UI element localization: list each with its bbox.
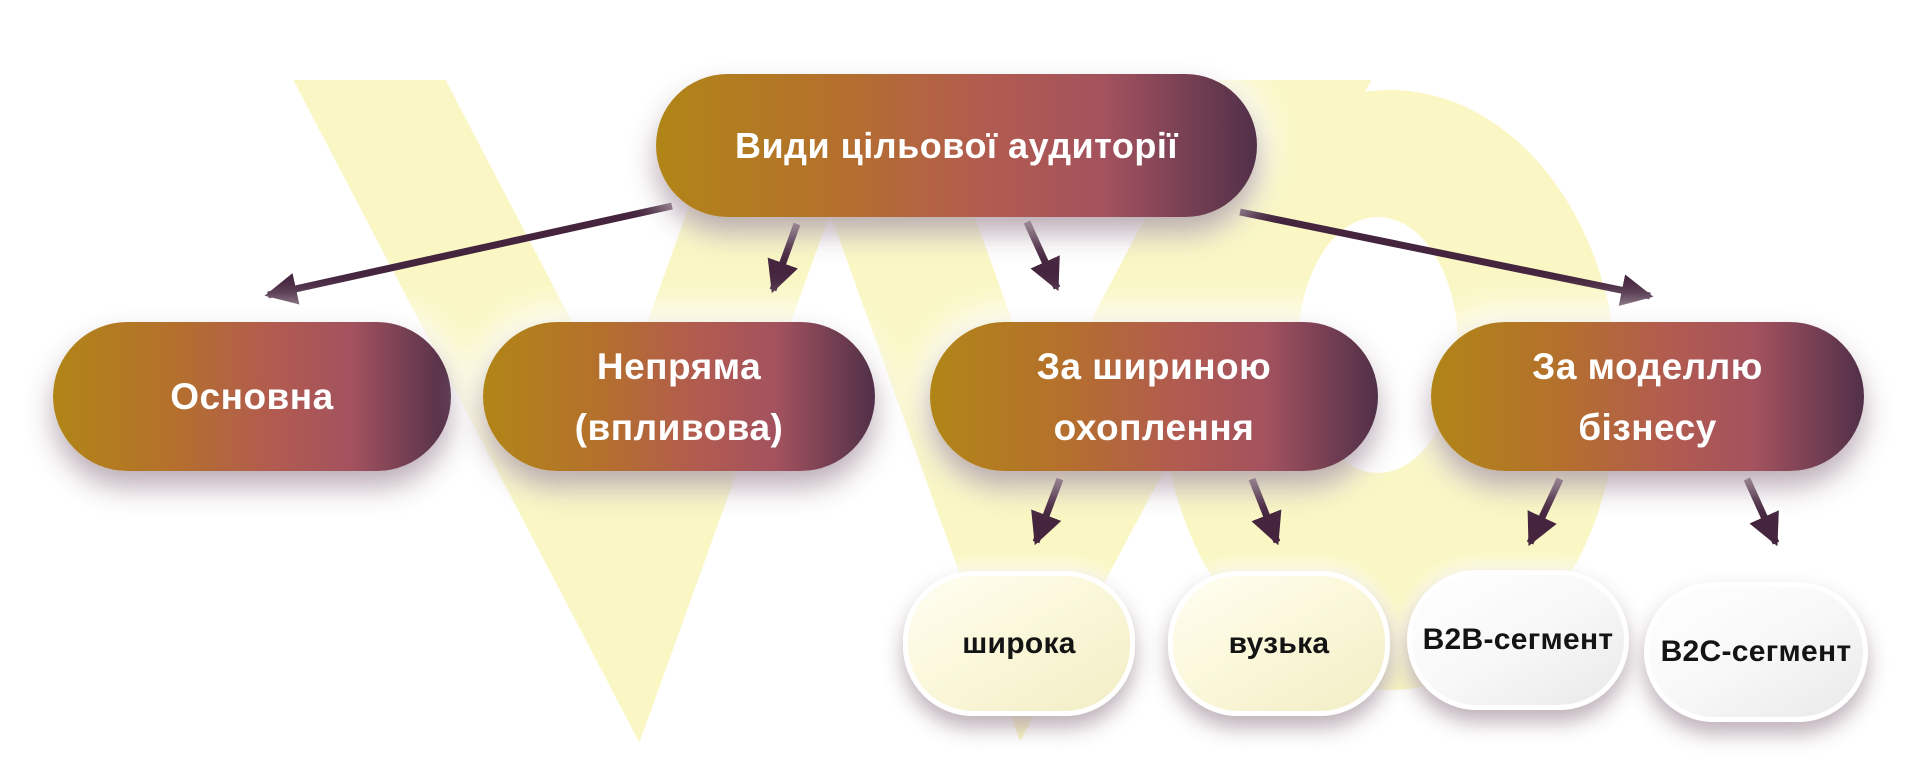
- arrow-model-to-b2c: [1743, 477, 1780, 547]
- node-nepriama: Непряма (впливова): [483, 322, 875, 471]
- arrow-shyryna-to-vuzka: [1248, 477, 1282, 546]
- node-shyryna-label-line2: охоплення: [1053, 406, 1255, 448]
- node-model-label-line2: бізнесу: [1578, 406, 1717, 448]
- node-shyryna-label-line1: За шириною: [1036, 345, 1272, 387]
- node-b2c-segment-label: B2C-сегмент: [1660, 635, 1852, 668]
- node-osnovna: Основна: [53, 322, 451, 471]
- watermark-top-crop: [0, 0, 1920, 80]
- node-shyryna: За шириною охоплення: [930, 322, 1378, 471]
- node-nepriama-label-line1: Непряма: [596, 345, 762, 387]
- node-root: Види цільової аудиторії: [656, 74, 1257, 217]
- node-model: За моделлю бізнесу: [1431, 322, 1864, 471]
- node-vuzka-label: вузька: [1228, 626, 1330, 660]
- node-vuzka: вузька: [1168, 571, 1390, 716]
- node-b2b-segment-label: B2B-сегмент: [1422, 623, 1614, 656]
- arrow-root-to-model: [1239, 208, 1654, 307]
- node-shyroka-label: широка: [962, 626, 1076, 660]
- node-b2b-segment: B2B-сегмент: [1407, 570, 1629, 710]
- node-nepriama-label-line2: (впливова): [574, 406, 784, 448]
- node-model-label-line1: За моделлю: [1532, 345, 1763, 387]
- arrow-root-to-nepriama: [767, 222, 801, 294]
- arrow-shyryna-to-shyroka: [1031, 477, 1064, 546]
- node-b2c-segment: B2C-сегмент: [1644, 582, 1868, 722]
- arrow-model-to-b2b: [1526, 477, 1564, 547]
- node-shyroka: широка: [903, 571, 1135, 716]
- node-root-label: Види цільової аудиторії: [735, 124, 1178, 166]
- arrow-root-to-shyryna: [1023, 220, 1061, 292]
- node-osnovna-label: Основна: [170, 376, 334, 417]
- arrow-root-to-osnovna: [264, 202, 673, 305]
